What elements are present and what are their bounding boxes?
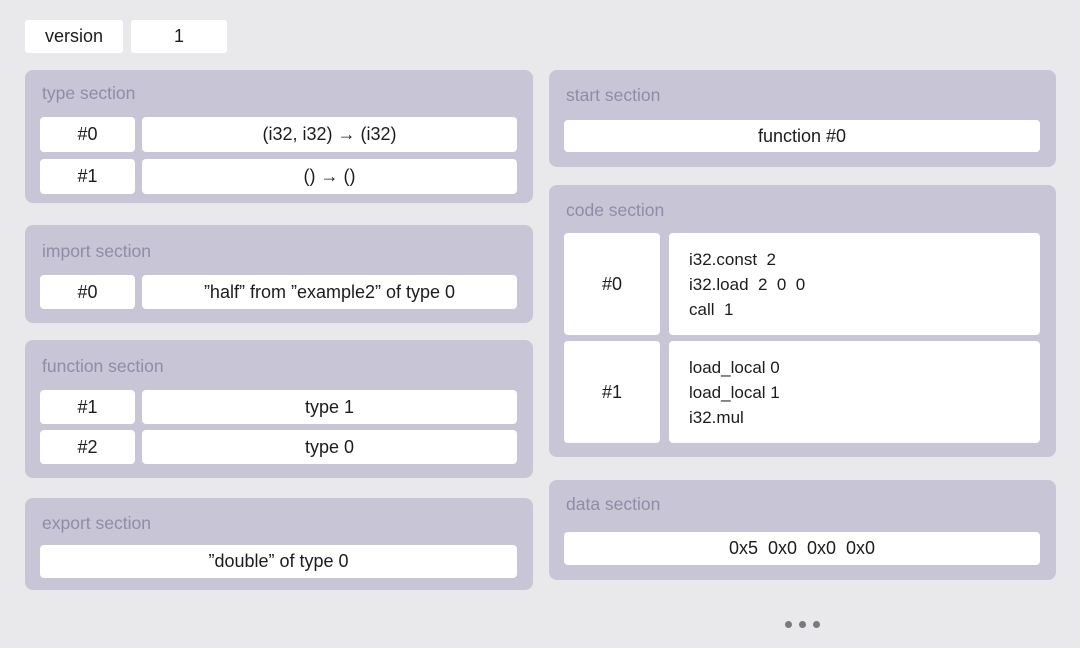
code-body-1-instructions: load_local 0 load_local 1 i32.mul <box>669 341 1040 443</box>
type-row-1: #1 () → () <box>40 159 517 194</box>
export-value: ”double” of type 0 <box>40 545 517 578</box>
type-row-0-index: #0 <box>40 117 135 152</box>
function-row-1-index: #2 <box>40 430 135 464</box>
version-label-box: version <box>25 20 123 53</box>
start-row: function #0 <box>564 120 1040 152</box>
version-label: version <box>44 26 104 46</box>
code-instruction: load_local 0 <box>689 357 780 377</box>
code-body-1-index: #1 <box>564 341 660 443</box>
start-section: start section function #0 <box>549 70 1056 167</box>
start-section-title: start section <box>566 85 661 105</box>
version-value: 1 <box>173 26 184 46</box>
function-row-1-value: type 0 <box>142 430 517 464</box>
type-section-title: type section <box>42 83 136 103</box>
code-body-0-instructions: i32.const 2 i32.load 2 0 0 call 1 <box>669 233 1040 335</box>
start-value: function #0 <box>564 120 1040 152</box>
version-value-box: 1 <box>131 20 227 53</box>
function-row-1: #2 type 0 <box>40 430 517 464</box>
code-body-0: #0 i32.const 2 i32.load 2 0 0 call 1 <box>564 233 1040 335</box>
data-section: data section 0x5 0x0 0x0 0x0 <box>549 480 1056 580</box>
function-section: function section #1 type 1 #2 type 0 <box>25 340 533 478</box>
type-row-0: #0 (i32, i32) → (i32) <box>40 117 517 152</box>
code-instruction: call 1 <box>689 299 734 319</box>
type-row-0-value: (i32, i32) → (i32) <box>142 117 517 152</box>
code-instruction: i32.const 2 <box>689 249 776 269</box>
import-row-0: #0 ”half” from ”example2” of type 0 <box>40 275 517 309</box>
data-section-title: data section <box>566 494 661 514</box>
code-instruction: i32.mul <box>689 407 744 427</box>
import-section-title: import section <box>42 241 151 261</box>
export-section-title: export section <box>42 513 151 533</box>
function-section-title: function section <box>42 356 164 376</box>
type-row-1-index: #1 <box>40 159 135 194</box>
export-section: export section ”double” of type 0 <box>25 498 533 590</box>
code-body-1: #1 load_local 0 load_local 1 i32.mul <box>564 341 1040 443</box>
ellipsis-icon <box>785 621 820 628</box>
function-row-0-index: #1 <box>40 390 135 424</box>
code-section: code section #0 i32.const 2 i32.load 2 0… <box>549 185 1056 457</box>
import-section: import section #0 ”half” from ”example2”… <box>25 225 533 323</box>
function-row-0-value: type 1 <box>142 390 517 424</box>
data-row: 0x5 0x0 0x0 0x0 <box>564 532 1040 565</box>
function-row-0: #1 type 1 <box>40 390 517 424</box>
code-section-title: code section <box>566 200 665 220</box>
type-section: type section #0 (i32, i32) → (i32) #1 ()… <box>25 70 533 203</box>
code-instruction: load_local 1 <box>689 382 780 402</box>
import-row-0-index: #0 <box>40 275 135 309</box>
code-body-0-index: #0 <box>564 233 660 335</box>
data-value: 0x5 0x0 0x0 0x0 <box>564 532 1040 565</box>
export-row: ”double” of type 0 <box>40 545 517 578</box>
type-row-1-value: () → () <box>142 159 517 194</box>
import-row-0-value: ”half” from ”example2” of type 0 <box>142 275 517 309</box>
code-instruction: i32.load 2 0 0 <box>689 274 806 294</box>
